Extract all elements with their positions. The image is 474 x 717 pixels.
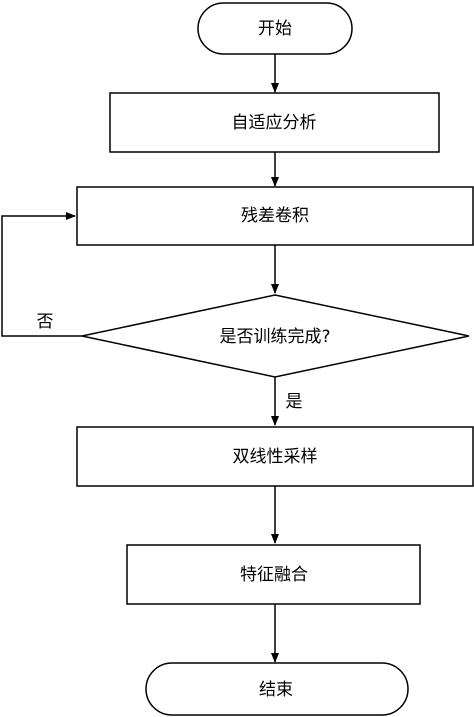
feature-fusion-label: 特征融合 [240,565,308,585]
feature-fusion-node: 特征融合 [126,544,421,605]
residual-conv-node: 残差卷积 [76,186,474,246]
decision-node: 是否训练完成? [81,294,470,378]
bilinear-sampling-node: 双线性采样 [76,426,474,487]
yes-label: 是 [286,392,303,412]
start-label: 开始 [258,19,292,39]
start-node: 开始 [197,2,353,55]
arrow-no-loop [1,212,82,337]
adaptive-analysis-label: 自适应分析 [232,113,317,133]
no-label: 否 [37,312,54,332]
end-node: 结束 [145,662,409,716]
adaptive-analysis-node: 自适应分析 [109,92,440,153]
residual-conv-label: 残差卷积 [241,206,309,226]
end-label: 结束 [259,680,293,700]
bilinear-sampling-label: 双线性采样 [233,447,318,467]
decision-label: 是否训练完成? [219,327,330,347]
